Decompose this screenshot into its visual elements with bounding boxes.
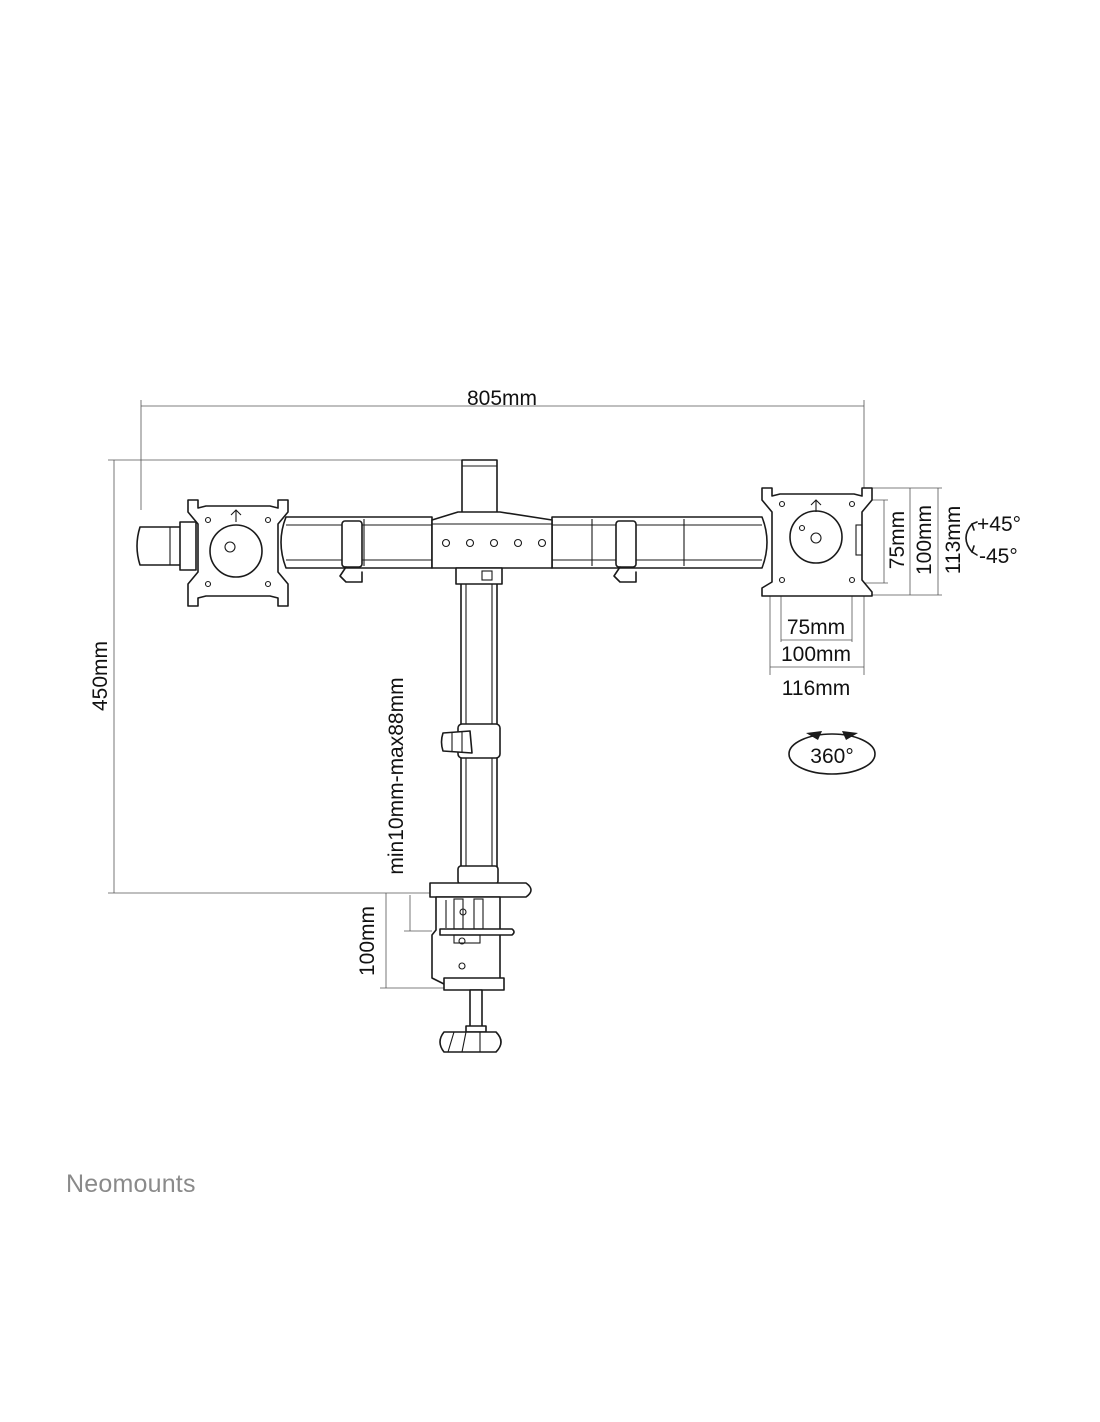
right-vesa-plate — [761, 487, 873, 597]
tilt-down-label: -45° — [979, 545, 1018, 568]
vesa-h-100-label: 100mm — [781, 643, 851, 666]
desk-clamp — [429, 865, 532, 1053]
left-vesa-plate — [136, 499, 289, 607]
desk-thickness-label: min10mm-max88mm — [385, 677, 408, 874]
rotation-label: 360° — [810, 745, 853, 768]
plate-width-label: 116mm — [782, 677, 850, 700]
tilt-up-label: +45° — [977, 513, 1021, 536]
plate-height-label: 113mm — [942, 506, 965, 574]
height-collar — [440, 723, 501, 759]
height-label: 450mm — [89, 641, 112, 711]
vesa-h-75-label: 75mm — [787, 616, 845, 639]
tilt-arrows — [965, 521, 978, 556]
vesa-v-100-label: 100mm — [913, 505, 936, 575]
brand-logo: Neomounts — [66, 1170, 196, 1198]
central-hub — [431, 511, 553, 585]
vesa-v-75-label: 75mm — [886, 511, 909, 569]
rotation-symbol — [788, 731, 876, 775]
width-label: 805mm — [467, 387, 537, 410]
clamp-depth-label: 100mm — [356, 906, 379, 976]
dimension-lines — [108, 400, 942, 989]
cable-clip — [339, 520, 637, 583]
